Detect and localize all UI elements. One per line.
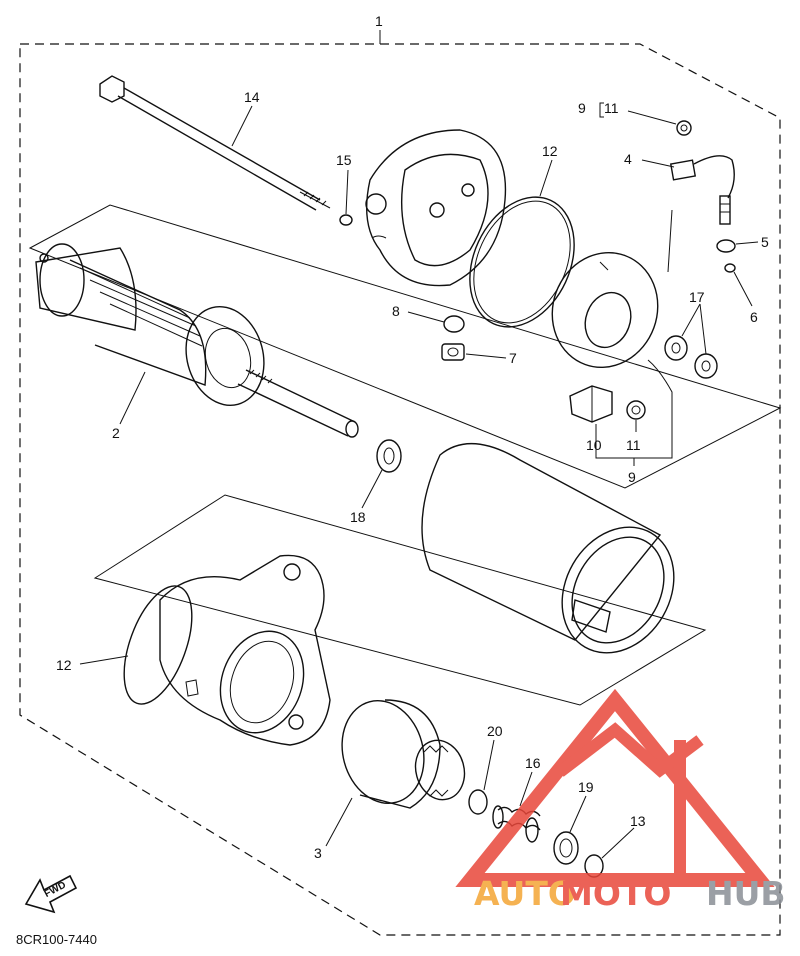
brush-holder-10 [569, 385, 613, 423]
bush-8 [443, 315, 465, 333]
label-13: 13 [630, 813, 646, 829]
yoke-housing [421, 443, 675, 654]
nut-5 [716, 239, 736, 253]
collar-19 [553, 831, 579, 865]
watermark-triangle-icon [455, 688, 775, 887]
label-2: 2 [112, 425, 120, 441]
label-12b: 12 [56, 657, 72, 673]
label-7: 7 [509, 350, 517, 366]
label-3: 3 [314, 845, 322, 861]
label-1: 1 [375, 13, 383, 29]
label-14: 14 [244, 89, 260, 105]
gasket-12-upper [469, 196, 575, 328]
label-11-top: 11 [604, 100, 619, 116]
gasket-12-lower [123, 585, 193, 705]
label-9-bottom: 9 [628, 469, 636, 485]
label-12a: 12 [542, 143, 558, 159]
label-4: 4 [624, 151, 632, 167]
oring-6 [724, 263, 736, 273]
front-cover-bracket [159, 554, 331, 746]
label-20: 20 [487, 723, 503, 739]
label-17: 17 [689, 289, 705, 305]
label-9-top: 9 [578, 100, 586, 116]
label-15: 15 [336, 152, 352, 168]
brush-spring-top [676, 120, 692, 136]
nut-7 [441, 343, 465, 361]
label-11-bottom: 11 [626, 437, 641, 453]
label-19: 19 [578, 779, 594, 795]
label-6: 6 [750, 309, 758, 325]
oring-15 [339, 214, 353, 226]
washer-20 [468, 789, 488, 815]
part-code: 8CR100-7440 [16, 932, 97, 947]
watermark-logo: AUTO MOTO HUB [455, 688, 786, 913]
through-bolt [99, 75, 331, 211]
brush-spring-11 [626, 400, 646, 420]
watermark-auto: AUTO [474, 874, 576, 913]
washer-17b [694, 353, 718, 379]
label-10: 10 [586, 437, 602, 453]
label-16: 16 [525, 755, 541, 771]
lower-plate-outline [93, 494, 707, 706]
pinion-gear-3 [341, 699, 466, 809]
washer-18 [376, 439, 402, 473]
brush-holder-plate [551, 251, 659, 369]
upper-plate-outline [28, 204, 782, 489]
watermark-hub: HUB [706, 874, 786, 913]
washer-17a [664, 335, 688, 361]
armature [35, 243, 359, 438]
brush-with-wire [669, 155, 735, 225]
label-5: 5 [761, 234, 769, 250]
label-8: 8 [392, 303, 400, 319]
watermark-moto: MOTO [560, 874, 671, 913]
label-18: 18 [350, 509, 366, 525]
rear-cover-housing [365, 129, 507, 287]
assembly-boundary [19, 43, 781, 936]
fwd-arrow-icon: FWD [24, 874, 78, 914]
